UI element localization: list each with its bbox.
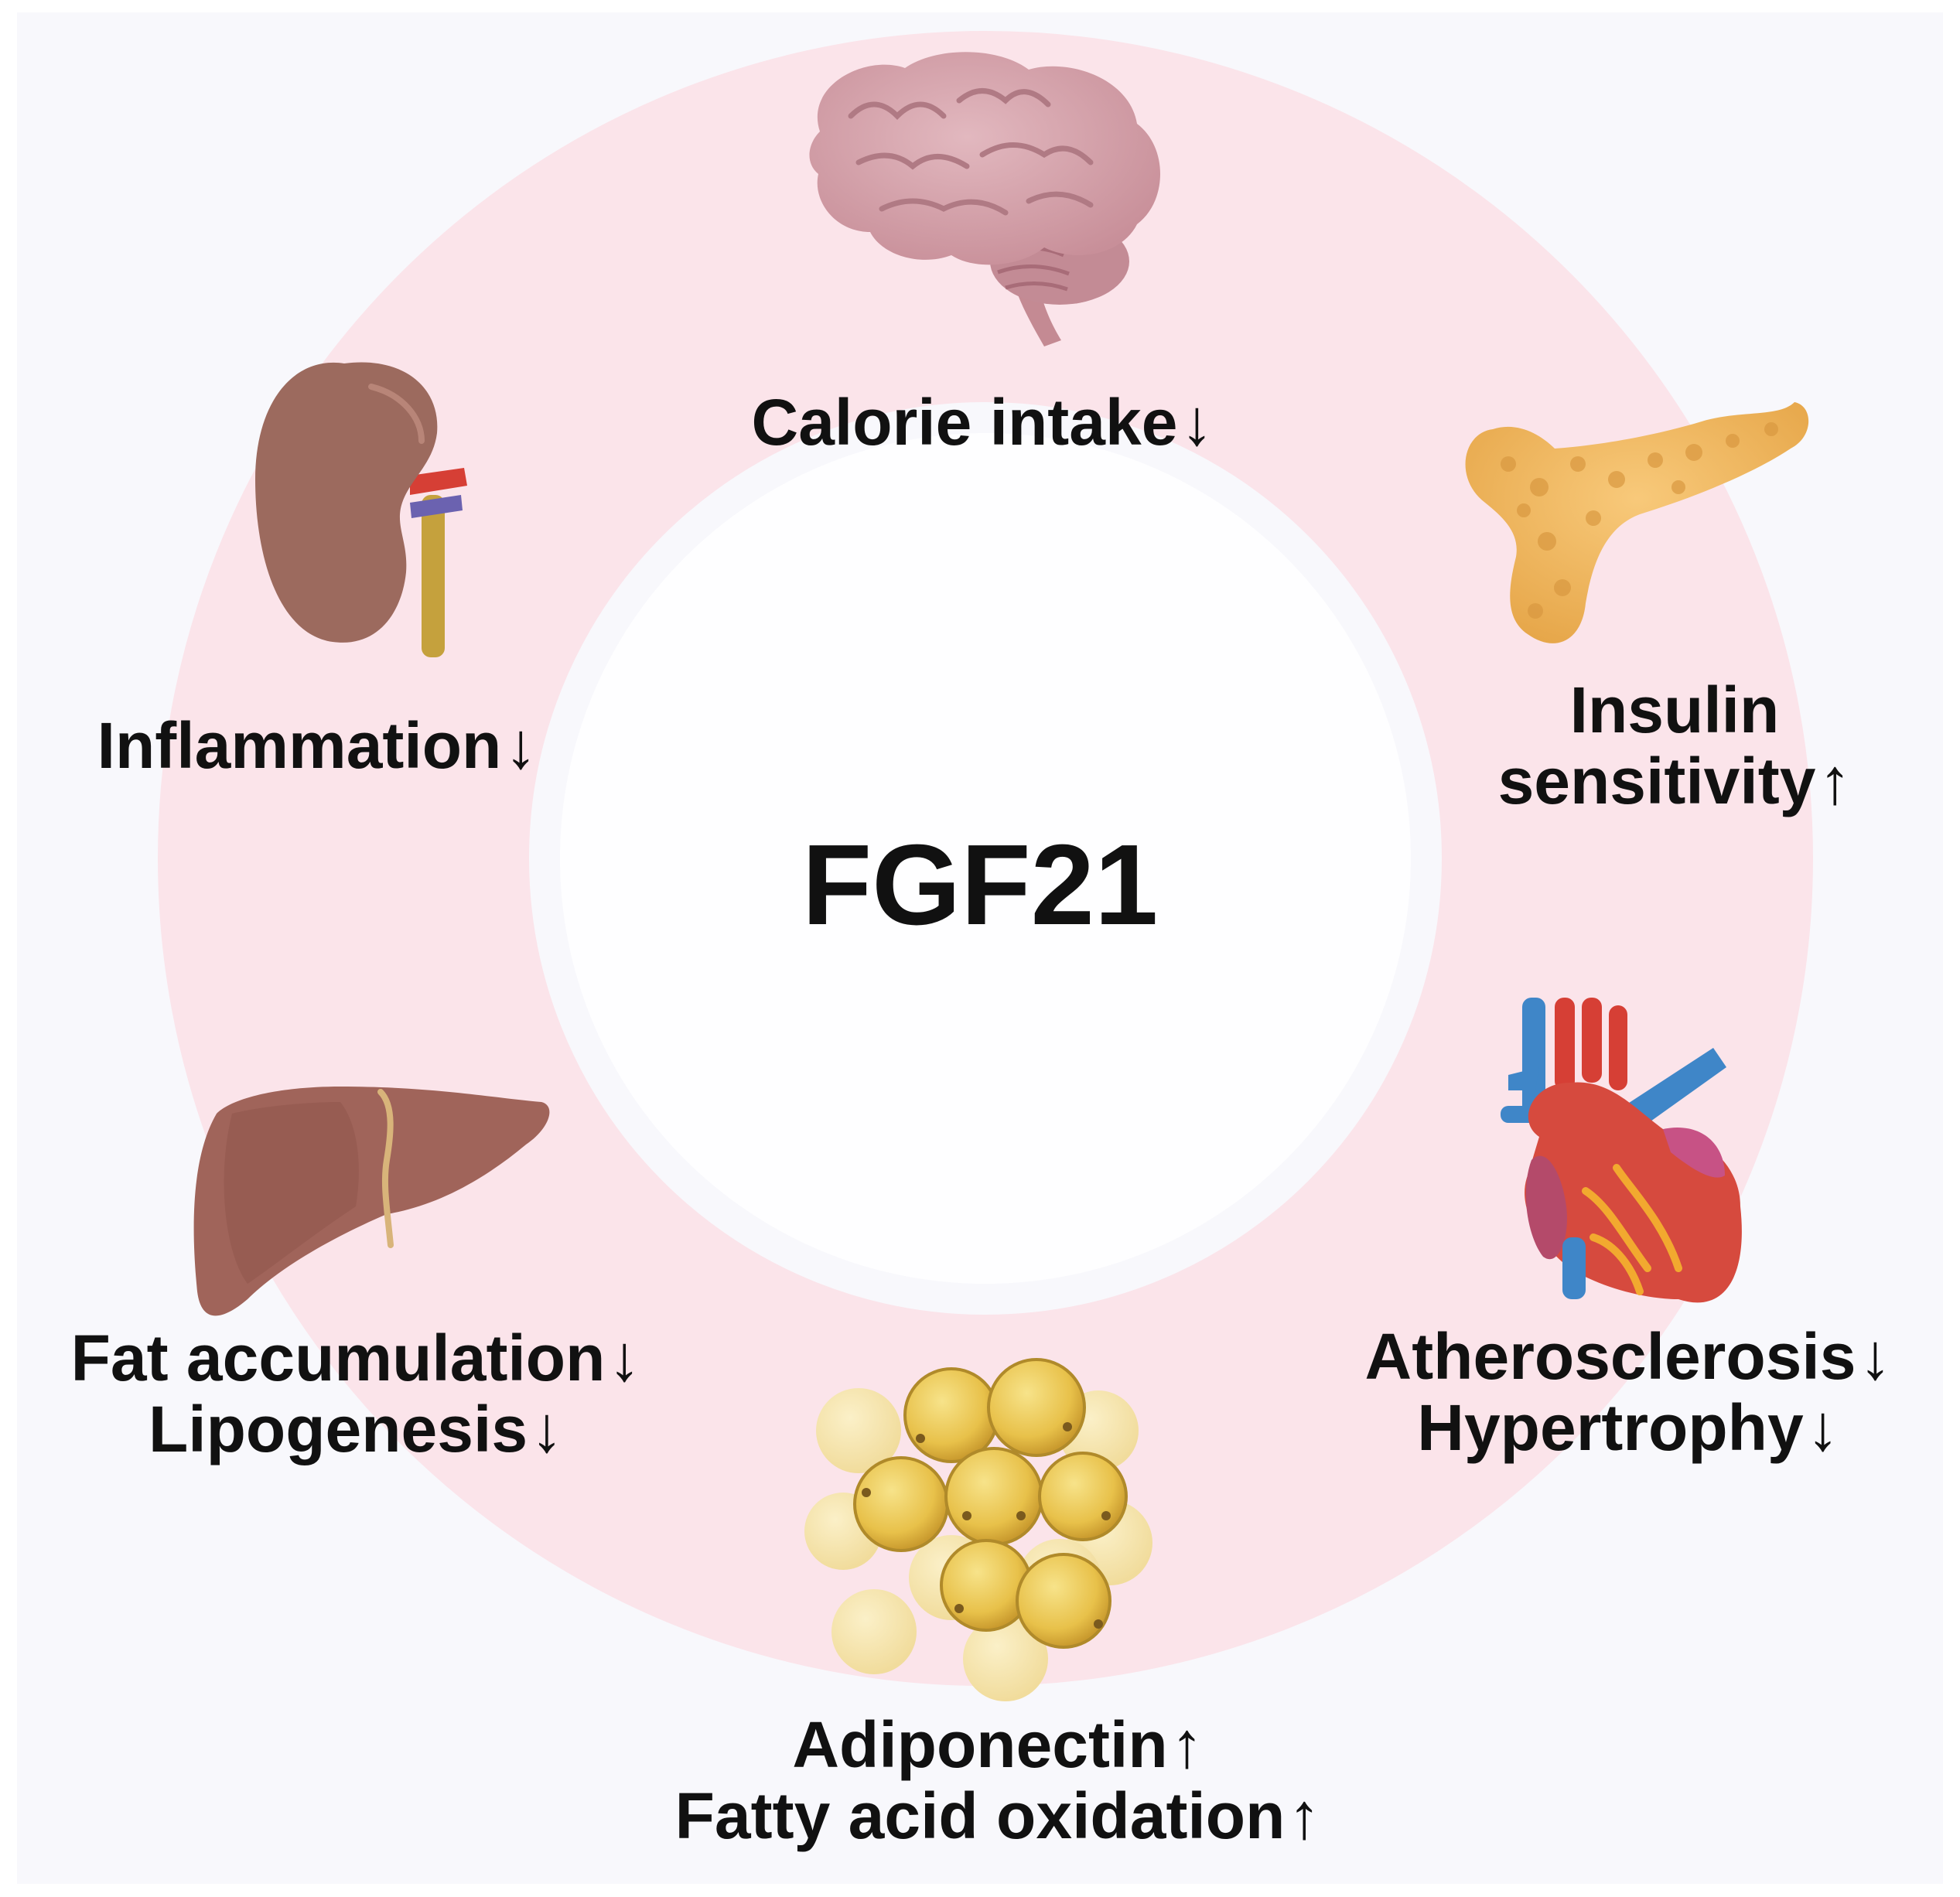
arrow-down-icon: ↓: [504, 709, 538, 782]
kidney-icon: [255, 362, 467, 657]
liver-icon: [193, 1087, 550, 1316]
heart-icon: [1501, 998, 1742, 1303]
label-adiponectin-fatty-acid: Adiponectin↑ Fatty acid oxidation↑: [665, 1709, 1330, 1851]
label-line: Lipogenesis↓: [148, 1393, 564, 1465]
label-calorie-intake: Calorie intake↓: [751, 386, 1214, 459]
arrow-down-icon: ↓: [1806, 1391, 1839, 1464]
arrow-down-icon: ↓: [1859, 1320, 1892, 1393]
arrow-down-icon: ↓: [1180, 386, 1214, 459]
label-line: Adiponectin↑: [792, 1708, 1204, 1781]
label-insulin-sensitivity: Insulin sensitivity↑: [1470, 674, 1880, 817]
arrow-up-icon: ↑: [1818, 745, 1852, 817]
center-label-fgf21: FGF21: [801, 821, 1159, 949]
adipocytes-icon: [804, 1358, 1152, 1701]
label-line: Fat accumulation↓: [70, 1322, 641, 1394]
arrow-down-icon: ↓: [531, 1393, 564, 1465]
label-inflammation: Inflammation↓: [97, 709, 538, 782]
brain-icon: [809, 52, 1160, 346]
label-fat-accumulation-lipogenesis: Fat accumulation↓ Lipogenesis↓: [46, 1322, 665, 1465]
label-line: Fatty acid oxidation↑: [674, 1779, 1321, 1852]
arrow-up-icon: ↑: [1288, 1779, 1321, 1852]
pancreas-icon: [1465, 402, 1809, 643]
label-line: Atherosclerosis↓: [1364, 1320, 1892, 1393]
arrow-down-icon: ↓: [608, 1322, 641, 1394]
label-line: Hypertrophy↓: [1417, 1391, 1839, 1464]
label-line: sensitivity↑: [1497, 745, 1852, 817]
arrow-up-icon: ↑: [1170, 1708, 1204, 1781]
label-line: Insulin: [1569, 674, 1780, 746]
label-atherosclerosis-hypertrophy: Atherosclerosis↓ Hypertrophy↓: [1346, 1321, 1910, 1463]
ring-inner-disc: [560, 433, 1411, 1284]
